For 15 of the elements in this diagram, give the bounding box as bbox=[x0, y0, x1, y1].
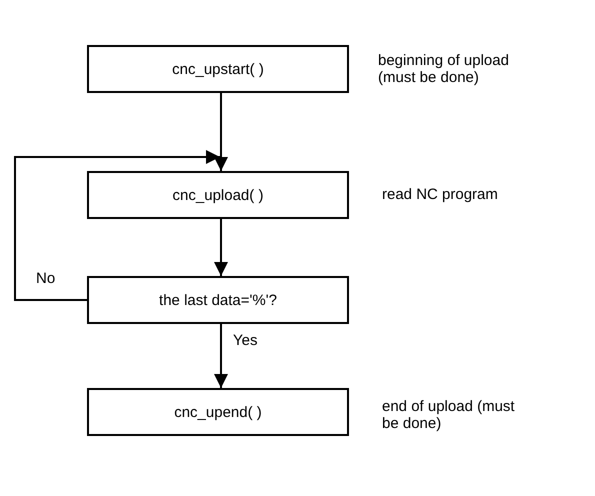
arrow bbox=[14, 150, 220, 301]
process-box bbox=[87, 45, 349, 93]
process-box bbox=[87, 388, 349, 436]
box-text: cnc_upend( ) bbox=[174, 404, 262, 420]
step-note: beginning of upload (must be done) bbox=[378, 52, 510, 86]
step-note: read NC program bbox=[382, 186, 499, 203]
arrow bbox=[214, 93, 228, 171]
arrow bbox=[214, 219, 228, 276]
process-box bbox=[87, 276, 349, 324]
box-text: cnc_upstart( ) bbox=[172, 60, 264, 78]
box-text: the last data='%'? bbox=[159, 292, 277, 308]
process-box bbox=[87, 171, 349, 219]
box-text: cnc_upload( ) bbox=[172, 186, 264, 204]
arrow bbox=[214, 324, 228, 388]
step-note: end of upload (must be done) bbox=[382, 398, 516, 432]
